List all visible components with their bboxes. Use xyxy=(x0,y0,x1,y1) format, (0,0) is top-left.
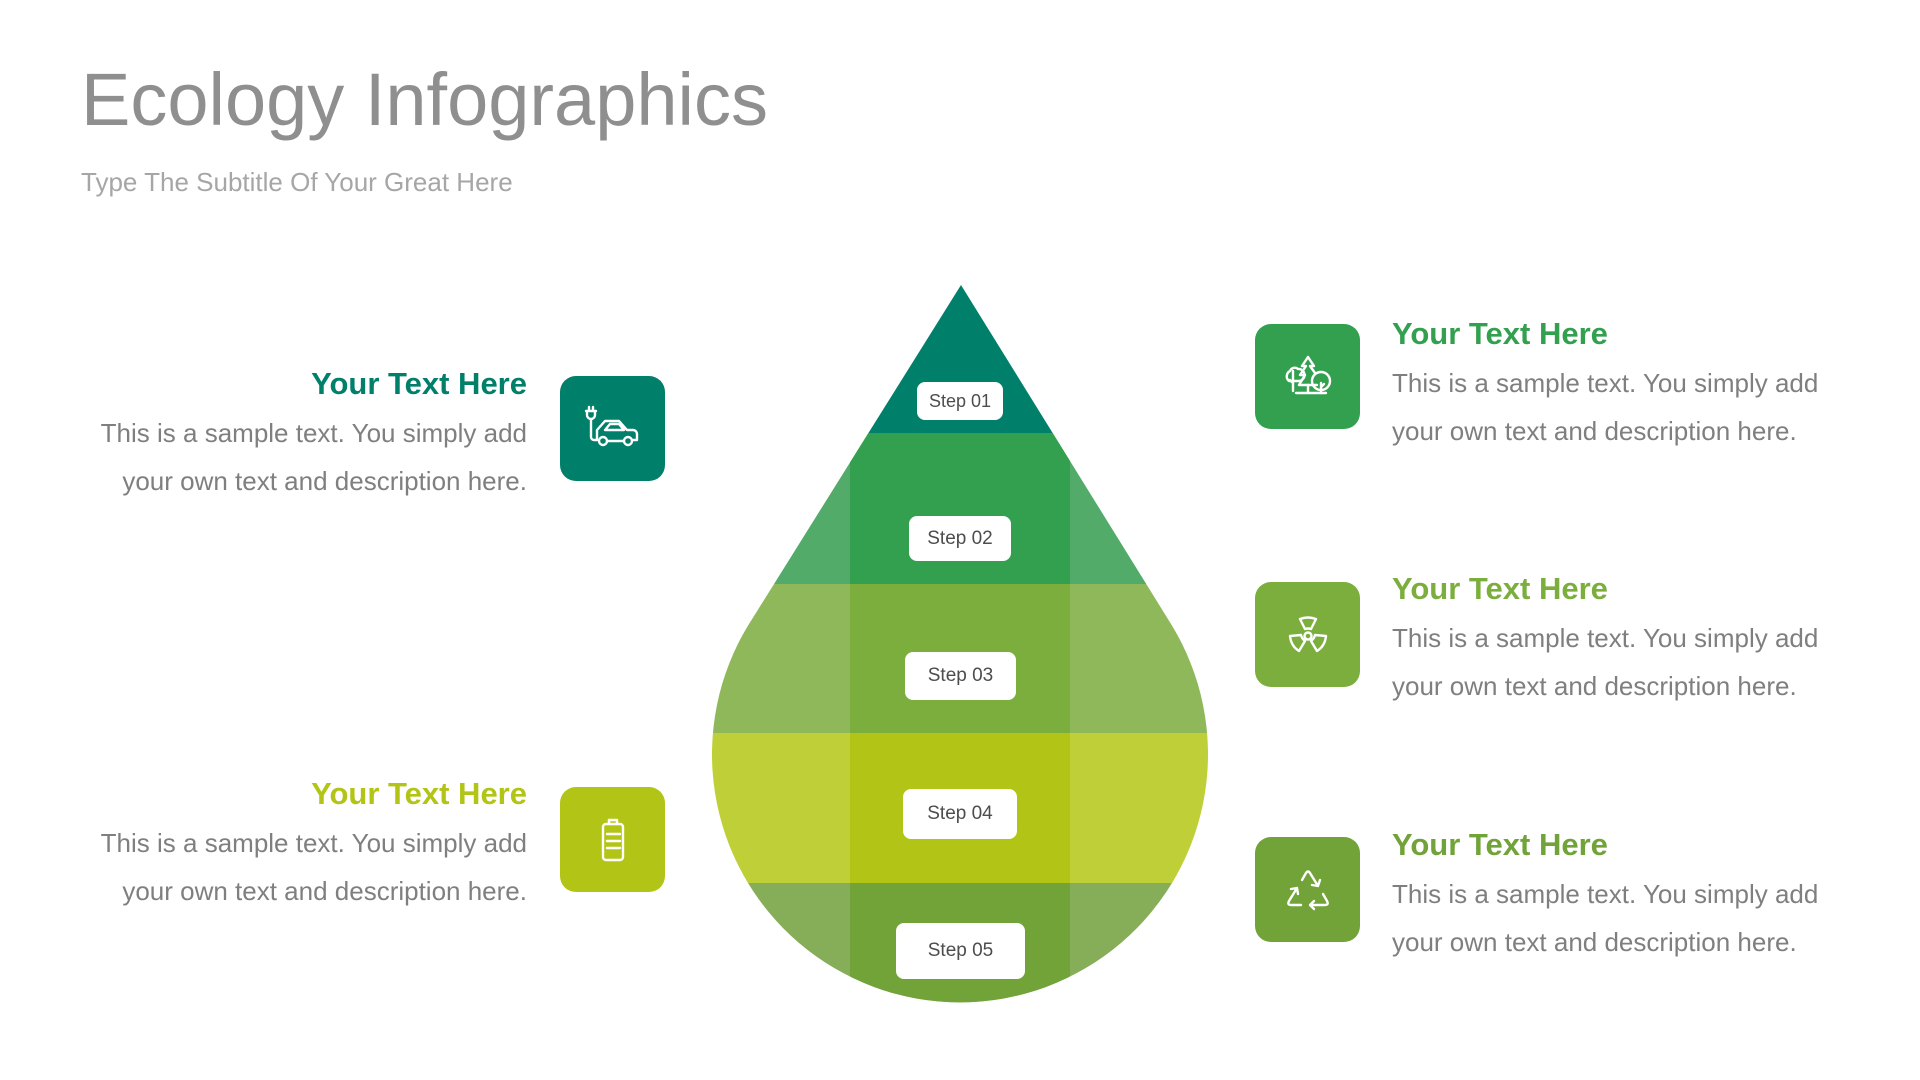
step-label-4: Step 04 xyxy=(903,789,1017,839)
step-band-2 xyxy=(850,433,1070,584)
left-item-2-icon-box xyxy=(560,787,665,892)
step-label-2: Step 02 xyxy=(909,516,1011,561)
left-item-2: Your Text Here This is a sample text. Yo… xyxy=(57,775,527,915)
left-item-1-icon-box xyxy=(560,376,665,481)
trees-icon xyxy=(1285,355,1331,394)
right-item-2-icon-box xyxy=(1255,582,1360,687)
recycle-icon xyxy=(1286,869,1329,910)
battery-icon xyxy=(601,818,624,861)
item-description: This is a sample text. You simply add yo… xyxy=(100,828,527,906)
right-item-1-icon-box xyxy=(1255,324,1360,429)
right-item-3: Your Text Here This is a sample text. Yo… xyxy=(1392,826,1862,966)
electric-car-icon xyxy=(584,405,638,446)
page-title: Ecology Infographics xyxy=(81,58,768,141)
item-heading: Your Text Here xyxy=(311,776,527,811)
item-heading: Your Text Here xyxy=(1392,571,1608,606)
radiation-icon xyxy=(1288,615,1327,652)
page-subtitle: Type The Subtitle Of Your Great Here xyxy=(81,167,513,197)
item-heading: Your Text Here xyxy=(311,366,527,401)
item-description: This is a sample text. You simply add yo… xyxy=(1392,623,1819,701)
step-label-3: Step 03 xyxy=(905,652,1016,700)
item-description: This is a sample text. You simply add yo… xyxy=(100,418,527,496)
right-item-3-icon-box xyxy=(1255,837,1360,942)
left-item-1: Your Text Here This is a sample text. Yo… xyxy=(57,365,527,505)
item-description: This is a sample text. You simply add yo… xyxy=(1392,368,1819,446)
item-description: This is a sample text. You simply add yo… xyxy=(1392,879,1819,957)
step-label-1: Step 01 xyxy=(917,382,1003,420)
item-heading: Your Text Here xyxy=(1392,316,1608,351)
right-item-2: Your Text Here This is a sample text. Yo… xyxy=(1392,570,1862,710)
item-heading: Your Text Here xyxy=(1392,827,1608,862)
step-label-5: Step 05 xyxy=(896,923,1025,979)
right-item-1: Your Text Here This is a sample text. Yo… xyxy=(1392,315,1862,455)
